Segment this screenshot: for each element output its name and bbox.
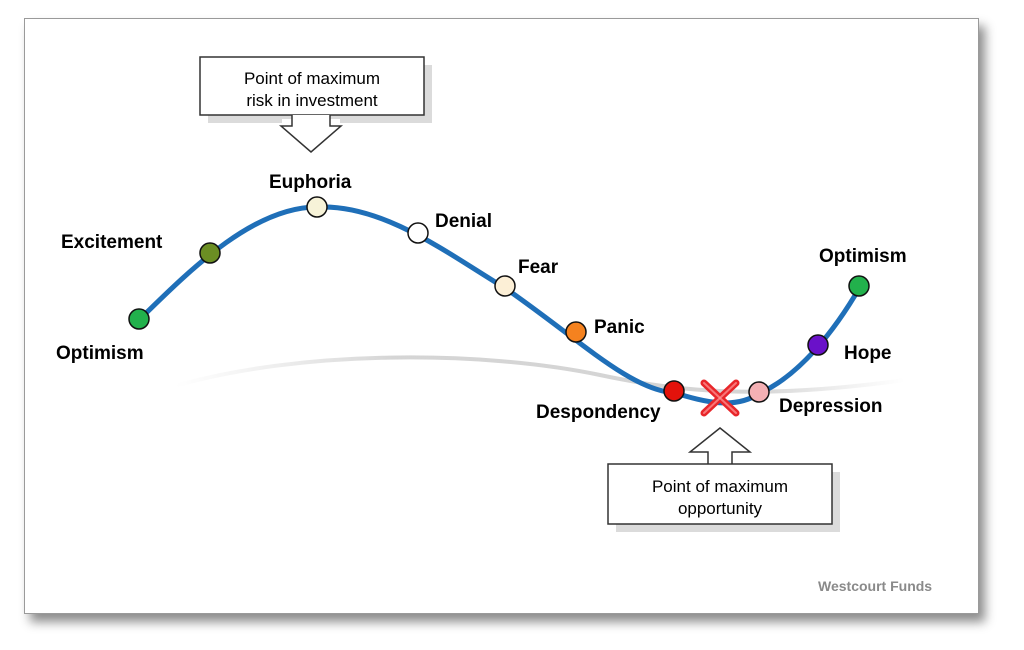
callout-opportunity-line1: Point of maximum — [652, 477, 788, 496]
stage-dot-fear — [494, 275, 516, 297]
callout-opportunity-line2: opportunity — [678, 499, 763, 518]
stage-label-panic: Panic — [594, 317, 645, 338]
stage-dot-denial — [407, 222, 429, 244]
stage-label-denial: Denial — [435, 211, 492, 232]
stage-label-hope: Hope — [844, 343, 892, 364]
stage-label-optimism-start: Optimism — [56, 343, 144, 364]
stage-label-despondency: Despondency — [536, 402, 661, 423]
stage-dot-depression — [748, 381, 770, 403]
stage-dot-optimism-end — [848, 275, 870, 297]
bottom-x-marker — [700, 379, 740, 417]
callout-risk-line1: Point of maximum — [244, 69, 380, 88]
stage-dot-euphoria — [306, 196, 328, 218]
stage-label-depression: Depression — [779, 396, 882, 417]
stage-dot-despondency — [663, 380, 685, 402]
stage-dot-hope — [807, 334, 829, 356]
stage-dot-excitement — [199, 242, 221, 264]
callout-max-opportunity: Point of maximum opportunity — [607, 427, 840, 532]
callout-risk-line2: risk in investment — [246, 91, 378, 110]
stage-dot-optimism-start — [128, 308, 150, 330]
watermark-westcourt-funds: Westcourt Funds — [818, 578, 932, 594]
cycle-curve — [137, 204, 863, 406]
stage-label-excitement: Excitement — [61, 232, 163, 253]
baseline-swoosh — [174, 355, 906, 394]
stage-label-euphoria: Euphoria — [269, 172, 352, 193]
callout-max-risk: Point of maximum risk in investment — [199, 56, 432, 153]
stage-label-optimism-end: Optimism — [819, 246, 907, 267]
stage-dot-panic — [565, 321, 587, 343]
stage-label-fear: Fear — [518, 257, 559, 278]
